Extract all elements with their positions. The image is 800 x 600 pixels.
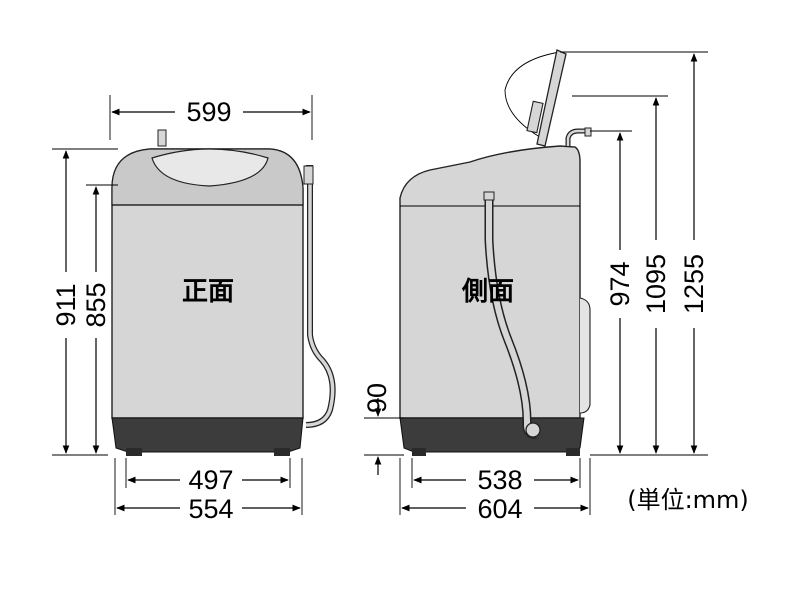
dim-90: 90: [362, 383, 392, 413]
dim-side-base: 538 604: [399, 458, 591, 524]
front-control-panel: [151, 148, 269, 187]
side-view: [399, 49, 592, 456]
side-open-lid: [536, 49, 567, 147]
dim-855: 855: [81, 282, 111, 327]
front-view: [111, 129, 336, 456]
dim-538: 538: [477, 465, 522, 495]
dim-554: 554: [188, 494, 233, 524]
side-rear-cover: [579, 297, 591, 414]
dim-front-top-width: 599: [109, 95, 313, 140]
dim-side-heights: 974 1095 1255: [560, 51, 709, 456]
dim-974: 974: [605, 261, 635, 306]
dim-1255: 1255: [679, 254, 709, 314]
dim-front-base: 497 554: [114, 458, 303, 524]
dim-599: 599: [186, 97, 231, 127]
front-label: 正面: [182, 277, 234, 307]
dim-911: 911: [51, 283, 81, 326]
unit-label: (単位:mm): [627, 486, 749, 514]
lid-swing-arc: [504, 51, 561, 141]
dim-side-base-height: 90: [362, 383, 404, 475]
dim-front-heights: 911 855: [51, 148, 118, 456]
dim-604: 604: [477, 494, 522, 524]
front-water-inlet: [157, 129, 167, 147]
side-label: 側面: [461, 277, 514, 307]
dim-497: 497: [188, 465, 233, 495]
lid-handle: [526, 100, 544, 134]
front-base: [111, 417, 304, 453]
side-base: [399, 417, 585, 453]
dim-1095: 1095: [641, 254, 671, 314]
